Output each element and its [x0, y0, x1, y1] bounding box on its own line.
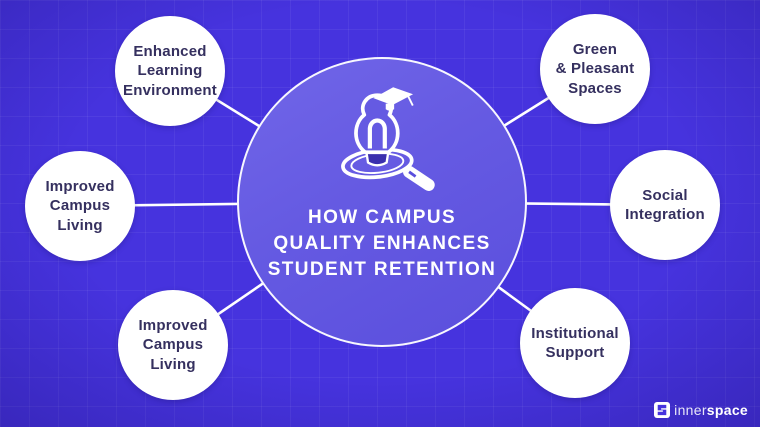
lightbulb-graduation-magnifier-icon: [341, 87, 435, 191]
node-label: Institutional Support: [531, 324, 619, 362]
node-institutional-support: Institutional Support: [520, 288, 630, 398]
node-enhanced-learning-environment: Enhanced Learning Environment: [115, 16, 225, 126]
node-label: Green & Pleasant Spaces: [555, 40, 635, 97]
innerspace-logo-icon: [654, 402, 671, 418]
diagram-title: HOW CAMPUS QUALITY ENHANCES STUDENT RETE…: [268, 205, 497, 284]
innerspace-logo-text: innerspace: [674, 402, 748, 418]
innerspace-logo: innerspace: [654, 402, 748, 418]
node-social-integration: Social Integration: [610, 150, 720, 260]
node-improved-campus-living-bottom: Improved Campus Living: [118, 290, 228, 400]
blocky-s-glyph: [657, 404, 667, 416]
logo-text-inner: inner: [674, 402, 707, 418]
central-topic-circle: HOW CAMPUS QUALITY ENHANCES STUDENT RETE…: [237, 57, 527, 347]
node-label: Improved Campus Living: [138, 316, 208, 373]
node-green-pleasant-spaces: Green & Pleasant Spaces: [540, 14, 650, 124]
node-label: Improved Campus Living: [45, 177, 115, 234]
diagram-title-line-1: HOW CAMPUS: [307, 207, 457, 228]
node-label: Social Integration: [625, 186, 705, 224]
node-label: Enhanced Learning Environment: [123, 42, 217, 99]
node-improved-campus-living-left: Improved Campus Living: [25, 151, 135, 261]
diagram-title-line-2: QUALITY ENHANCES: [273, 233, 491, 255]
diagram-title-line-3: STUDENT RETENTION: [267, 259, 497, 281]
logo-text-space: space: [706, 402, 748, 418]
